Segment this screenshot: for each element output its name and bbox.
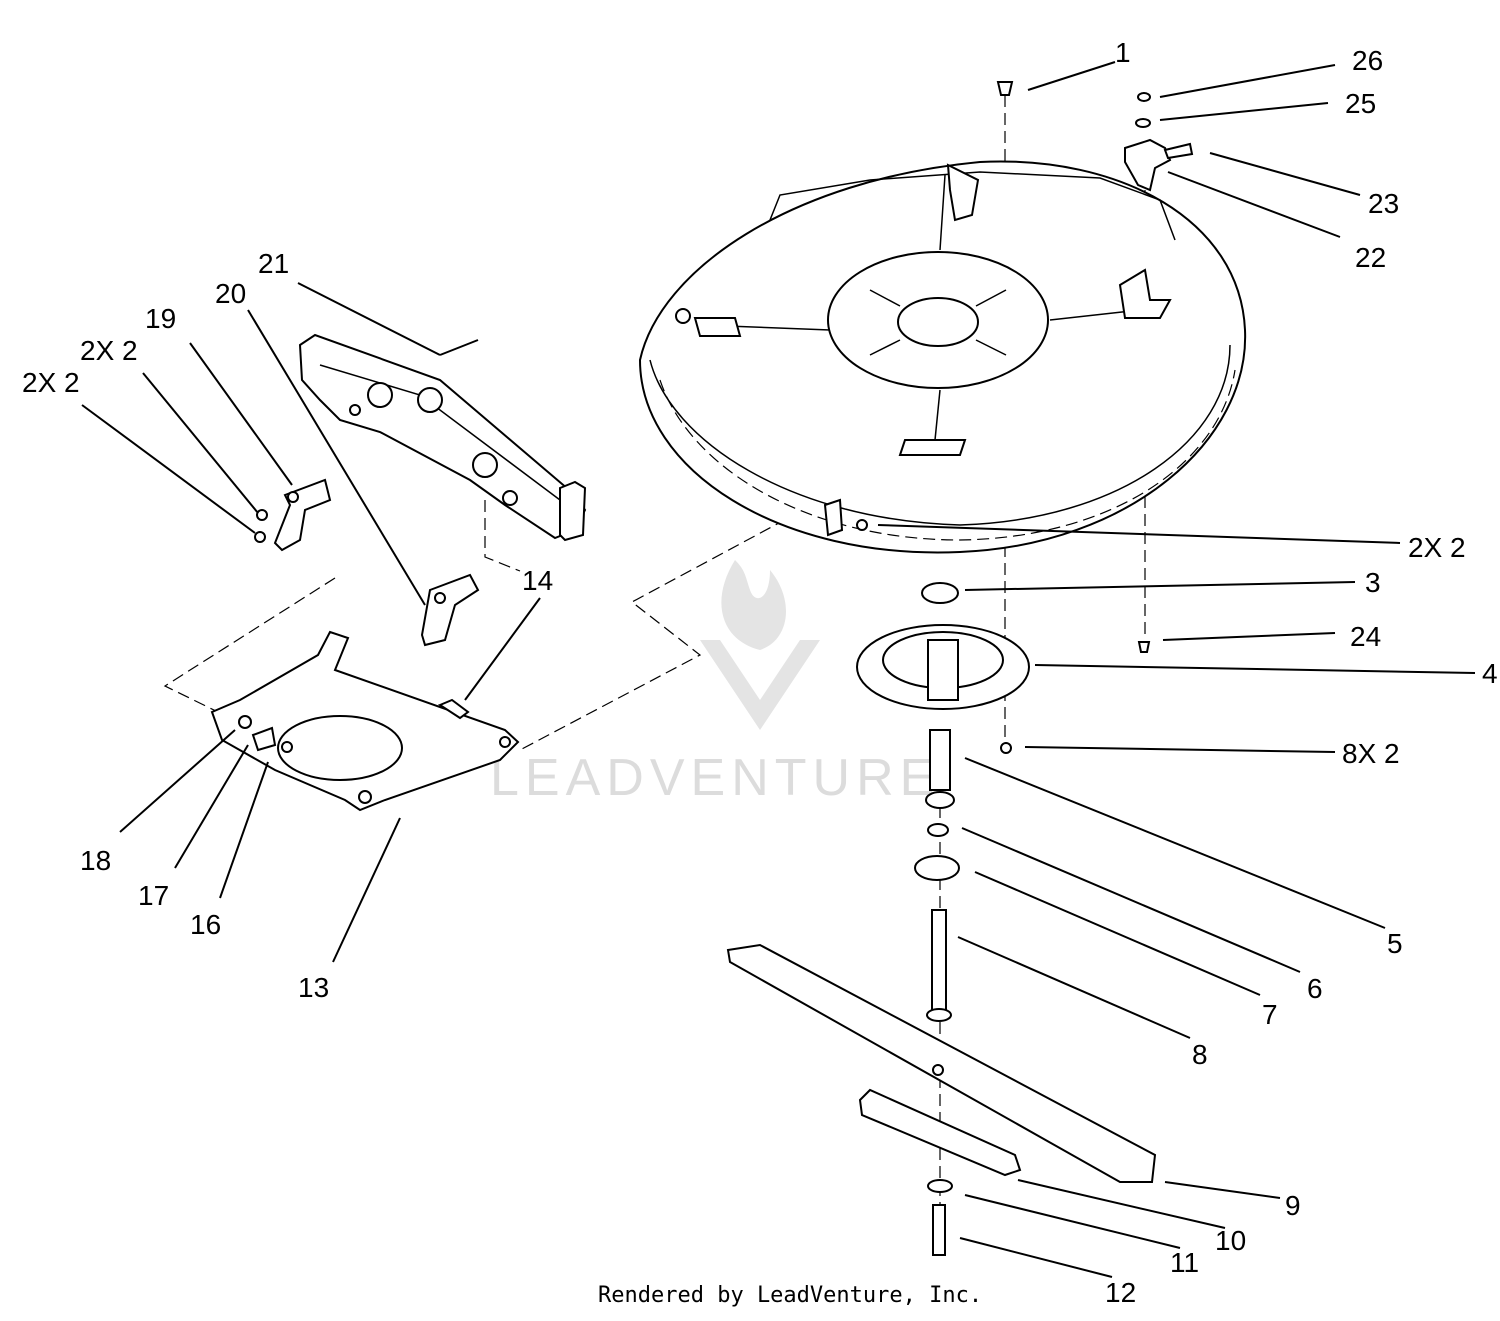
nut-26 (1137, 92, 1151, 102)
callout-18: 18 (80, 845, 111, 876)
callout-6: 6 (1307, 973, 1323, 1004)
bolt-14 (437, 698, 470, 720)
callout-19: 19 (145, 303, 176, 334)
spindle-housing-4 (856, 624, 1030, 710)
callout-11: 11 (1170, 1247, 1199, 1278)
callout-24: 24 (1350, 621, 1381, 652)
bearing-7 (914, 855, 960, 881)
callout-16: 16 (190, 909, 221, 940)
top-hardware (996, 81, 1194, 754)
watermark: LEADVENTURE (490, 560, 940, 807)
spindle-mount-plate (827, 251, 1049, 389)
deck-bracket-front (946, 163, 980, 222)
callout-13: 13 (298, 972, 329, 1003)
bolt-12 (932, 1204, 946, 1256)
leader-lines (81, 61, 1476, 1278)
bearing-upper (925, 791, 955, 809)
callout-7: 7 (1262, 999, 1278, 1030)
spindle-stack (726, 582, 1157, 1256)
spacer-5 (929, 729, 951, 791)
callout-12: 12 (1105, 1277, 1136, 1308)
lift-arm-pivot-tube (559, 480, 587, 542)
callout-2x2-b: 2X 2 (22, 367, 80, 398)
mower-deck-housing (638, 160, 1247, 554)
callout-8: 8 (1192, 1039, 1208, 1070)
callout-17: 17 (138, 880, 169, 911)
callout-22: 22 (1355, 242, 1386, 273)
callout-labels: 1 26 25 23 22 21 20 19 2X 2 2X 2 2X 2 3 … (22, 37, 1498, 1308)
washer-6 (927, 823, 949, 837)
bolt-8x2 (1000, 742, 1012, 754)
callout-14: 14 (522, 565, 553, 596)
lift-arm-bracket (298, 333, 587, 542)
callout-23: 23 (1368, 188, 1399, 219)
blade-adapter-10 (858, 1088, 1022, 1177)
bolt-24 (1137, 641, 1151, 653)
bolt-23 (1163, 142, 1194, 160)
leadventure-flame-logo (700, 560, 820, 730)
callout-26: 26 (1352, 45, 1383, 76)
footer-credit: Rendered by LeadVenture, Inc. (598, 1283, 982, 1308)
bracket-19 (273, 478, 332, 552)
nut-2x2-pair (254, 509, 268, 543)
spindle-shaft-8 (926, 909, 952, 1022)
washer-25 (1135, 118, 1151, 128)
callout-1: 1 (1115, 37, 1131, 68)
callout-3: 3 (1365, 567, 1381, 598)
bolt-21 (439, 339, 479, 356)
deck-bracket-rear (1118, 268, 1172, 319)
blade-9 (726, 943, 1157, 1183)
callout-4: 4 (1482, 658, 1498, 689)
callout-10: 10 (1215, 1225, 1246, 1256)
nut-3 (921, 582, 959, 604)
watermark-text: LEADVENTURE (490, 749, 940, 807)
callout-8x2: 8X 2 (1342, 738, 1400, 769)
callout-25: 25 (1345, 88, 1376, 119)
callout-9: 9 (1285, 1190, 1301, 1221)
callout-20: 20 (215, 278, 246, 309)
bracket-22 (1124, 138, 1172, 192)
washer-11 (927, 1179, 953, 1193)
bracket-20 (420, 573, 480, 647)
bolt-1 (996, 81, 1014, 96)
callout-21: 21 (258, 248, 289, 279)
deflector-plate (210, 630, 520, 812)
callout-5: 5 (1387, 928, 1403, 959)
callout-2x2-c: 2X 2 (1408, 532, 1466, 563)
callout-2x2-a: 2X 2 (80, 335, 138, 366)
